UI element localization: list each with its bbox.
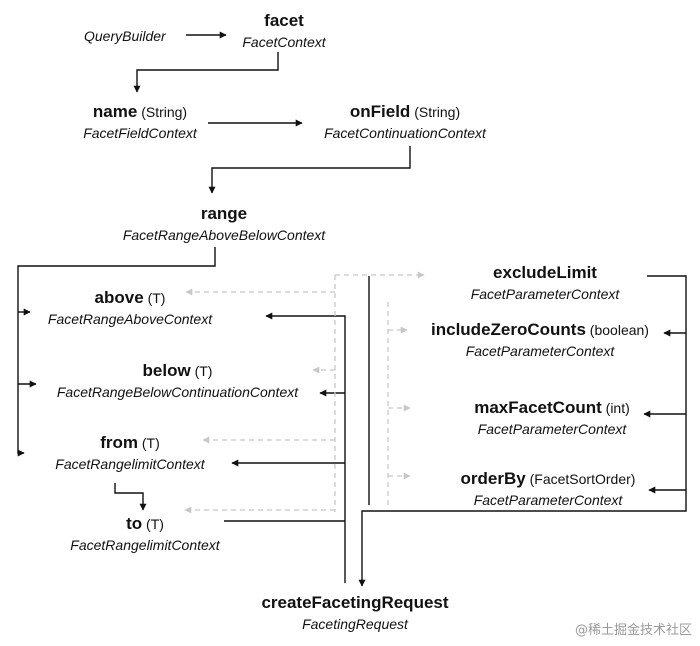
include-zero-counts-method: includeZeroCounts (431, 320, 586, 339)
range-method: range (200, 204, 248, 223)
param-return-rail (358, 275, 687, 587)
node-above: above (T) FacetRangeAboveContext (40, 289, 220, 326)
arrow-onfield-to-range (208, 146, 411, 194)
above-method: above (94, 288, 144, 307)
node-from: from (T) FacetRangelimitContext (35, 434, 225, 471)
exclude-limit-context: FacetParameterContext (470, 286, 620, 302)
range-branch-line (17, 247, 216, 457)
node-order-by: orderBy (FacetSortOrder) FacetParameterC… (450, 470, 646, 507)
facet-context: FacetContext (242, 34, 326, 50)
name-context: FacetFieldContext (83, 125, 197, 141)
node-name: name (String) FacetFieldContext (60, 103, 220, 140)
max-facet-count-context: FacetParameterContext (477, 421, 627, 437)
onfield-method: onField (349, 102, 411, 121)
node-exclude-limit: excludeLimit FacetParameterContext (460, 264, 630, 301)
to-context: FacetRangelimitContext (70, 537, 220, 553)
querybuilder-label: QueryBuilder (84, 28, 166, 44)
node-facet: facet FacetContext (224, 12, 344, 49)
arrow-back-to-above (265, 312, 346, 583)
watermark: @稀土掘金技术社区 (574, 623, 692, 638)
arrow-facet-to-name (133, 52, 279, 93)
node-below: below (T) FacetRangeBelowContinuationCon… (40, 362, 315, 399)
create-faceting-request-method: createFacetingRequest (261, 593, 449, 612)
include-zero-counts-context: FacetParameterContext (465, 343, 615, 359)
node-create-faceting-request: createFacetingRequest FacetingRequest (255, 594, 455, 631)
from-method: from (100, 433, 138, 452)
include-zero-counts-param: (boolean) (585, 322, 649, 338)
from-param: (T) (138, 435, 160, 451)
name-param: (String) (137, 104, 188, 120)
to-method: to (126, 514, 143, 533)
node-on-field: onField (String) FacetContinuationContex… (305, 103, 505, 140)
max-facet-count-method: maxFacetCount (474, 398, 602, 417)
order-by-param: (FacetSortOrder) (525, 471, 636, 487)
node-max-facet-count: maxFacetCount (int) FacetParameterContex… (462, 399, 642, 436)
order-by-method: orderBy (460, 469, 526, 488)
onfield-param: (String) (410, 104, 461, 120)
node-to: to (T) FacetRangelimitContext (55, 515, 235, 552)
below-param: (T) (190, 363, 213, 379)
name-method: name (92, 102, 138, 121)
node-include-zero-counts: includeZeroCounts (boolean) FacetParamet… (418, 321, 662, 358)
onfield-context: FacetContinuationContext (324, 125, 486, 141)
below-context: FacetRangeBelowContinuationContext (56, 384, 299, 400)
range-context: FacetRangeAboveBelowContext (122, 227, 326, 243)
exclude-limit-method: excludeLimit (493, 263, 597, 282)
to-param: (T) (142, 516, 164, 532)
max-facet-count-param: (int) (601, 400, 630, 416)
node-range: range FacetRangeAboveBelowContext (104, 205, 344, 242)
from-context: FacetRangelimitContext (55, 456, 205, 472)
above-param: (T) (143, 290, 166, 306)
facet-method: facet (264, 11, 304, 30)
order-by-context: FacetParameterContext (473, 492, 623, 508)
create-faceting-request-context: FacetingRequest (302, 616, 408, 632)
above-context: FacetRangeAboveContext (47, 311, 213, 327)
arrow-from-to-to (114, 483, 147, 511)
below-method: below (142, 361, 191, 380)
